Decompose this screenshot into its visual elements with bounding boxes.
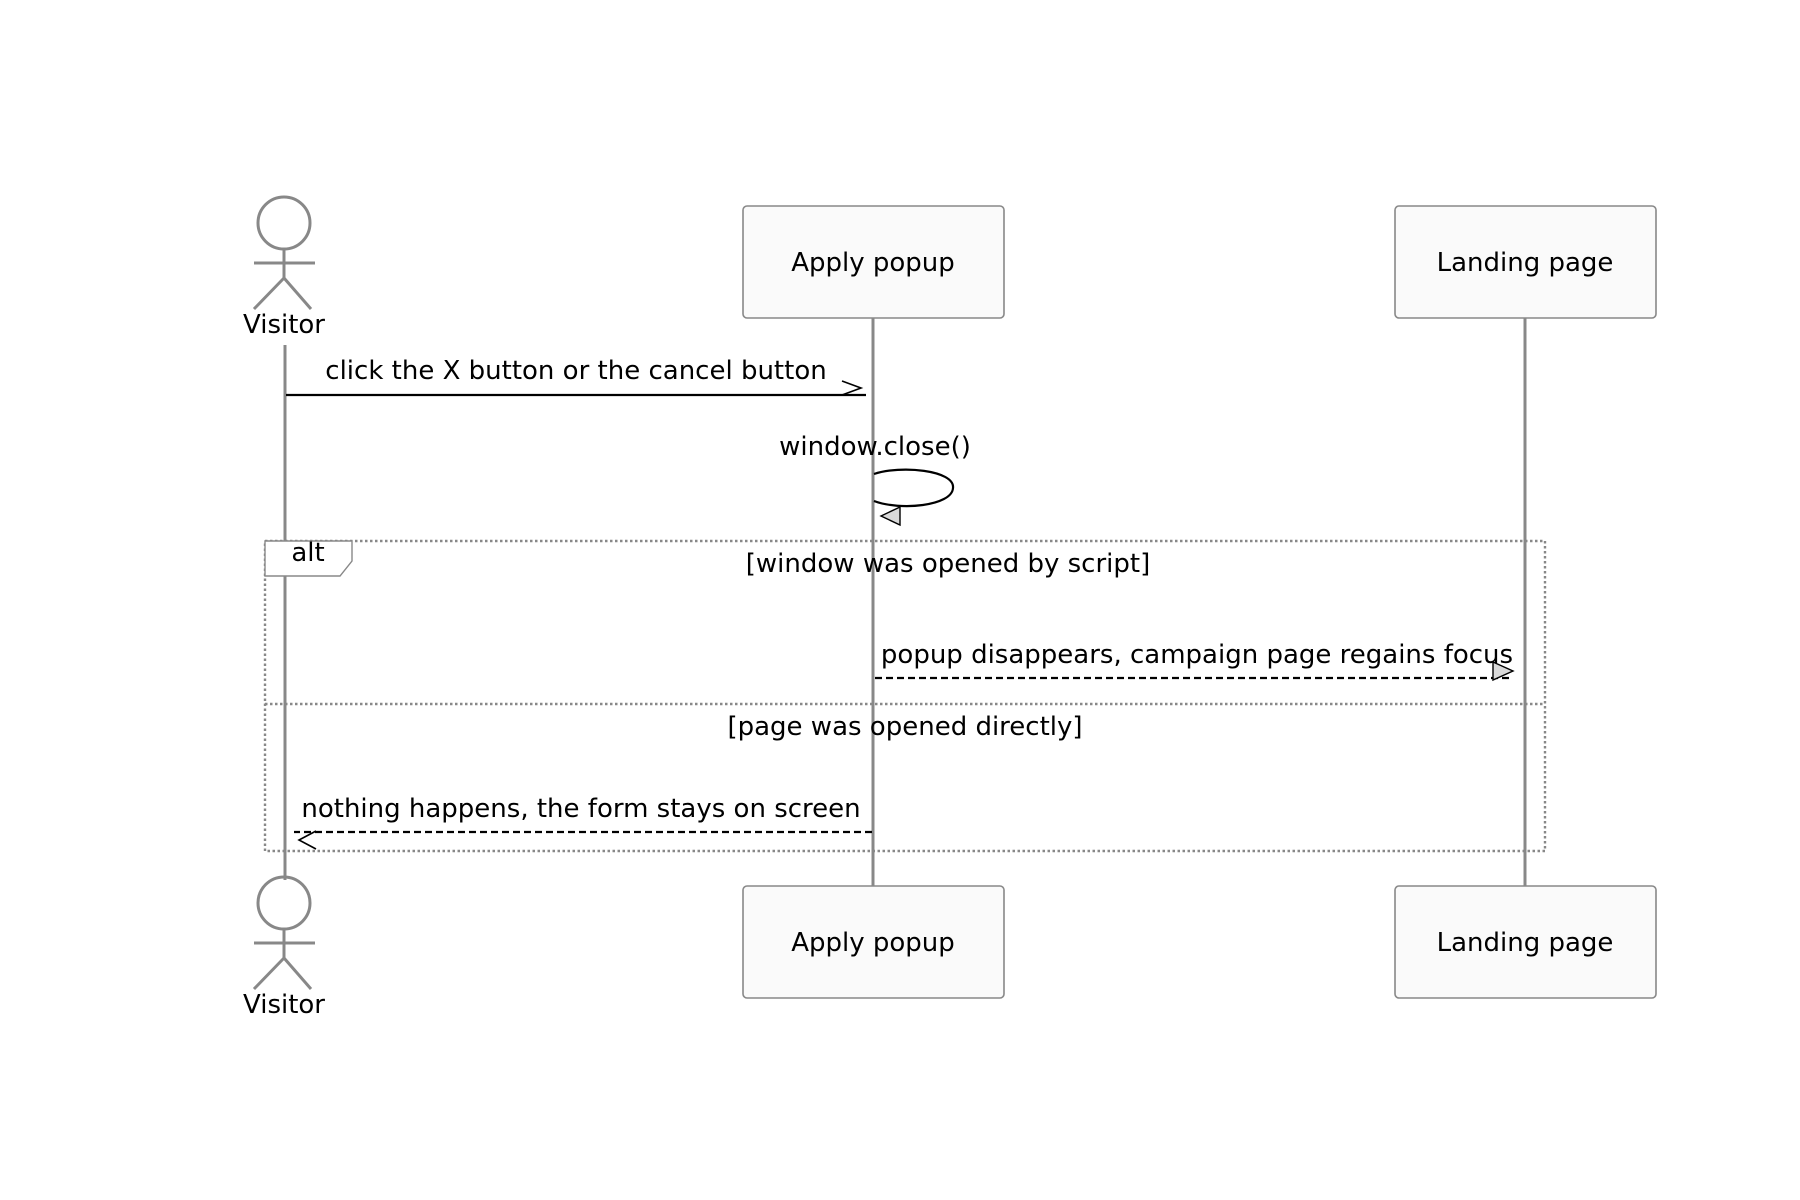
actor-head (256, 875, 312, 931)
participant-landing-page-label: Landing page (1437, 248, 1614, 278)
message-popup-disappears: popup disappears, campaign page regains … (875, 640, 1515, 682)
participant-apply-popup-top: Apply popup (742, 205, 1005, 319)
participant-apply-popup-label: Apply popup (791, 248, 955, 278)
alt-frame: alt [window was opened by script] [page … (263, 538, 1547, 853)
message-nothing-happens-label: nothing happens, the form stays on scree… (301, 794, 860, 824)
alt-frame-tab (264, 540, 353, 577)
participant-landing-page-top: Landing page (1394, 205, 1657, 319)
arrow-head (297, 830, 317, 850)
message-click-close: click the X button or the cancel button (286, 356, 866, 397)
arrow-head (879, 505, 901, 527)
arrow-head (841, 380, 864, 396)
actor-head (256, 195, 312, 251)
participant-landing-page-label: Landing page (1437, 928, 1614, 958)
arrow-head (1492, 660, 1515, 682)
message-click-close-label: click the X button or the cancel button (325, 356, 826, 386)
actor-visitor-top: Visitor (243, 195, 325, 340)
message-popup-disappears-label: popup disappears, campaign page regains … (881, 640, 1513, 670)
actor-visitor-label: Visitor (243, 310, 325, 340)
actor-visitor-bottom: Visitor (243, 875, 325, 1020)
alt-condition-opened-by-script: [window was opened by script] (746, 549, 1150, 579)
alt-condition-opened-directly: [page was opened directly] (727, 712, 1082, 742)
alt-frame-label: alt (291, 538, 324, 568)
actor-visitor-label: Visitor (243, 990, 325, 1020)
participant-apply-popup-bottom: Apply popup (742, 885, 1005, 999)
message-window-close-label: window.close() (779, 432, 971, 462)
participant-apply-popup-label: Apply popup (791, 928, 955, 958)
message-window-close: window.close() (779, 432, 971, 527)
participant-landing-page-bottom: Landing page (1394, 885, 1657, 999)
message-nothing-happens: nothing happens, the form stays on scree… (294, 794, 872, 850)
